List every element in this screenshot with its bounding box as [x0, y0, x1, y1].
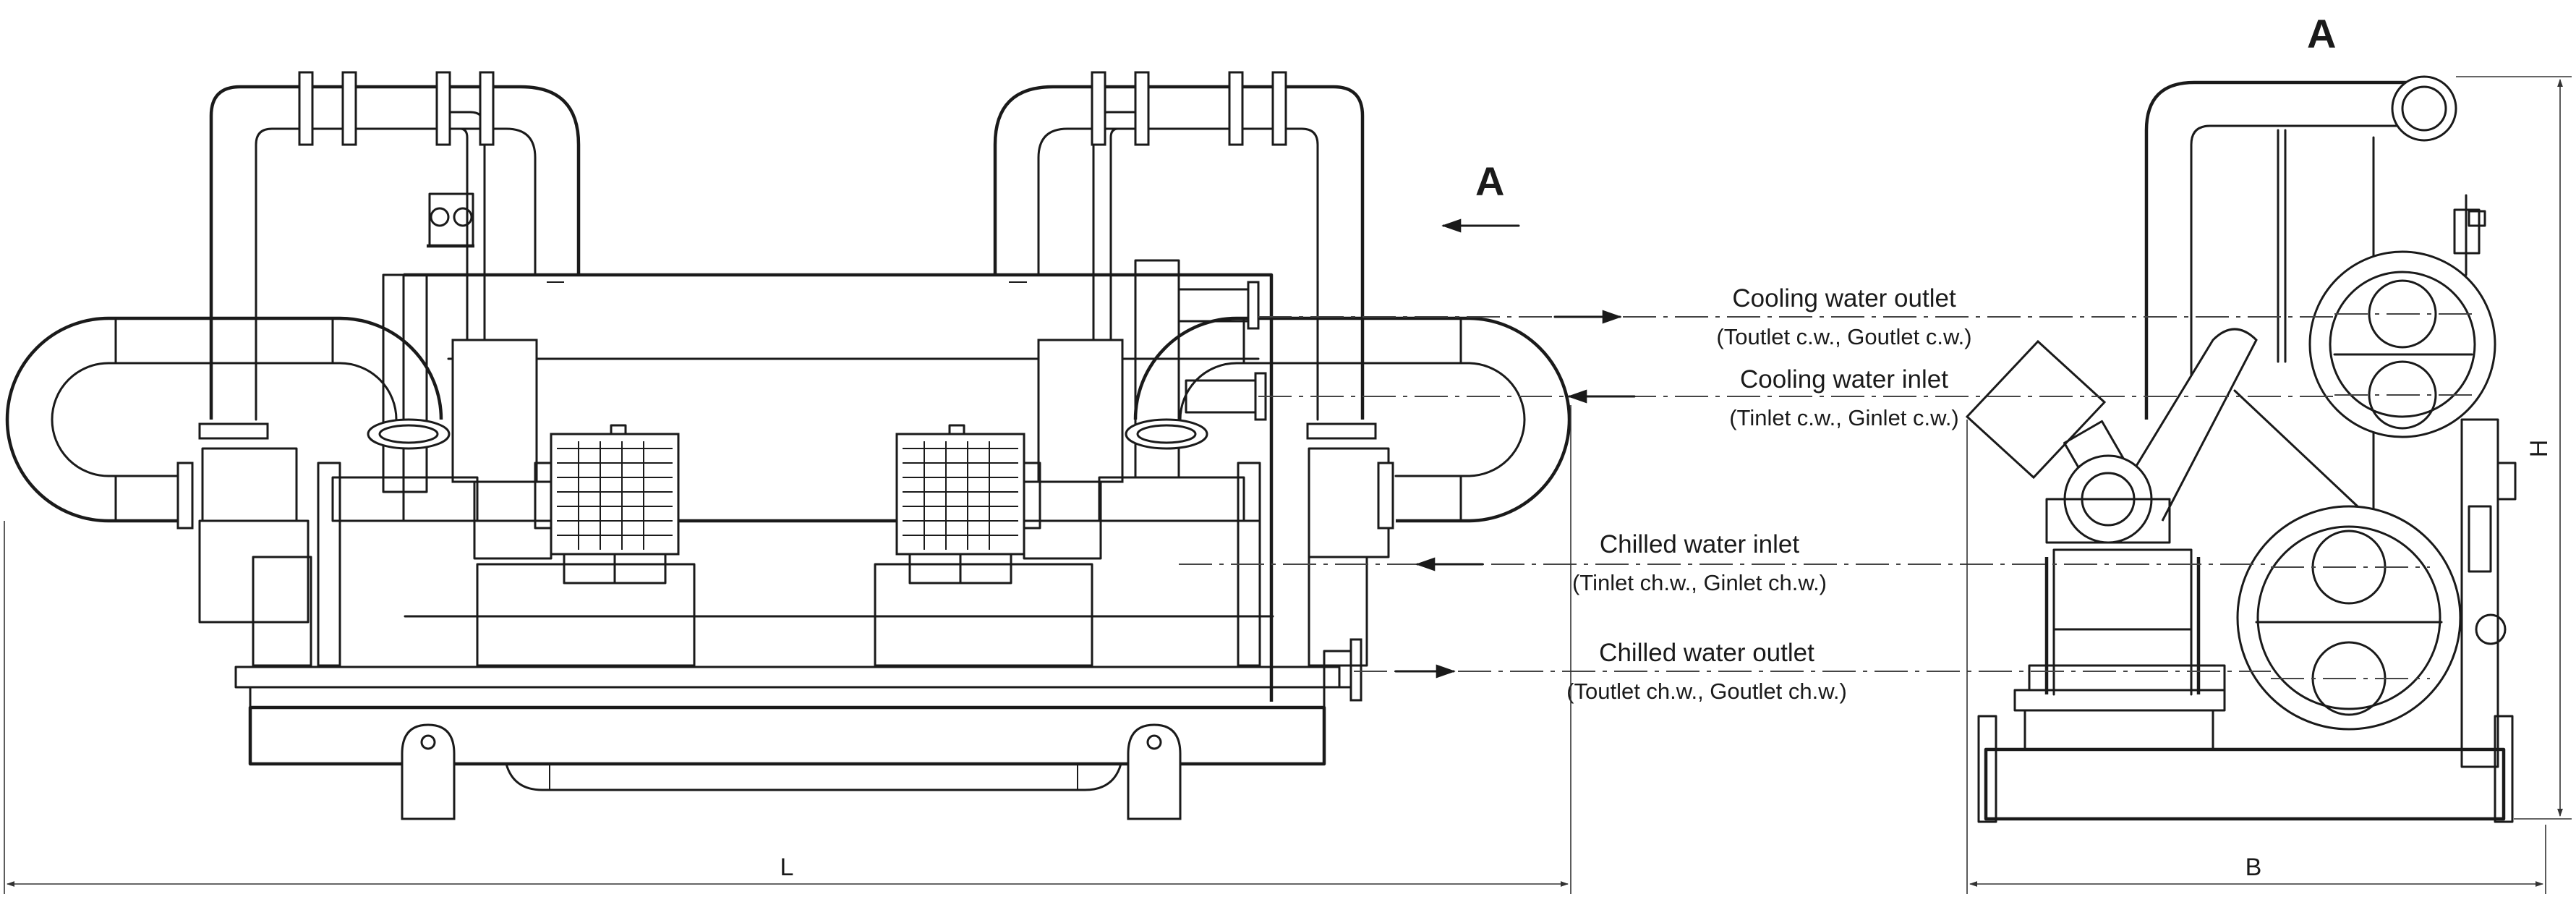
side-view: A — [1965, 11, 2517, 823]
side-control-box — [1965, 328, 2359, 544]
callout-cooling-water-inlet: Cooling water inlet (Tinlet c.w., Ginlet… — [1729, 365, 1959, 430]
motor-left — [534, 424, 680, 584]
callouts: Cooling water outlet (Toutlet c.w., Gout… — [1566, 284, 1971, 704]
side-panel-right — [2453, 194, 2517, 768]
callout-formula: (Tinlet ch.w., Ginlet ch.w.) — [1572, 570, 1827, 595]
base-frame — [234, 666, 1341, 791]
callout-title: Cooling water outlet — [1732, 284, 1956, 313]
dimension-height: H — [2456, 76, 2572, 820]
callout-chilled-water-inlet: Chilled water inlet (Tinlet ch.w., Ginle… — [1572, 530, 1827, 595]
callout-title: Chilled water outlet — [1599, 639, 1814, 667]
dimension-label-b: B — [2246, 854, 2262, 881]
side-pump-right — [1306, 422, 1394, 667]
callout-formula: (Toutlet c.w., Goutlet c.w.) — [1716, 324, 1971, 349]
side-base — [1977, 664, 2514, 823]
u-bend-left — [5, 316, 451, 523]
callout-cooling-water-outlet: Cooling water outlet (Toutlet c.w., Gout… — [1716, 284, 1971, 349]
top-header-right — [993, 71, 1365, 421]
callout-leaders — [1179, 310, 2334, 679]
lifting-lug-left — [401, 723, 456, 820]
dimension-width: B — [1966, 420, 2546, 894]
side-top-pipe — [2144, 75, 2457, 638]
view-marker-side: A — [2307, 11, 2336, 56]
dimension-length: L — [4, 405, 1571, 894]
front-view: A — [5, 71, 1571, 820]
u-bend-right — [1125, 316, 1571, 523]
motor-fins-right — [903, 441, 1018, 550]
callout-formula: (Tinlet c.w., Ginlet c.w.) — [1729, 405, 1959, 430]
motor-fins-left — [557, 441, 673, 550]
callout-formula: (Toutlet ch.w., Goutlet ch.w.) — [1566, 679, 1847, 704]
callout-title: Cooling water inlet — [1740, 365, 1948, 394]
callout-title: Chilled water inlet — [1600, 530, 1800, 558]
callout-chilled-water-outlet: Chilled water outlet (Toutlet ch.w., Gou… — [1566, 639, 1847, 704]
condenser-end — [2308, 250, 2496, 438]
view-marker-front: A — [1475, 158, 1504, 204]
nozzle-cooling-outlet — [1177, 281, 1260, 330]
top-header-left — [209, 71, 581, 421]
side-pump-left — [176, 422, 312, 667]
dimension-label-h: H — [2525, 440, 2553, 458]
motor-right — [895, 424, 1041, 584]
lifting-lug-right — [1127, 723, 1182, 820]
nozzle-chilled-outlet — [1323, 638, 1362, 702]
nozzle-cooling-inlet — [1185, 372, 1267, 421]
evaporator-end — [2236, 505, 2462, 731]
dimension-label-l: L — [780, 854, 794, 881]
compressor-left — [317, 339, 696, 667]
